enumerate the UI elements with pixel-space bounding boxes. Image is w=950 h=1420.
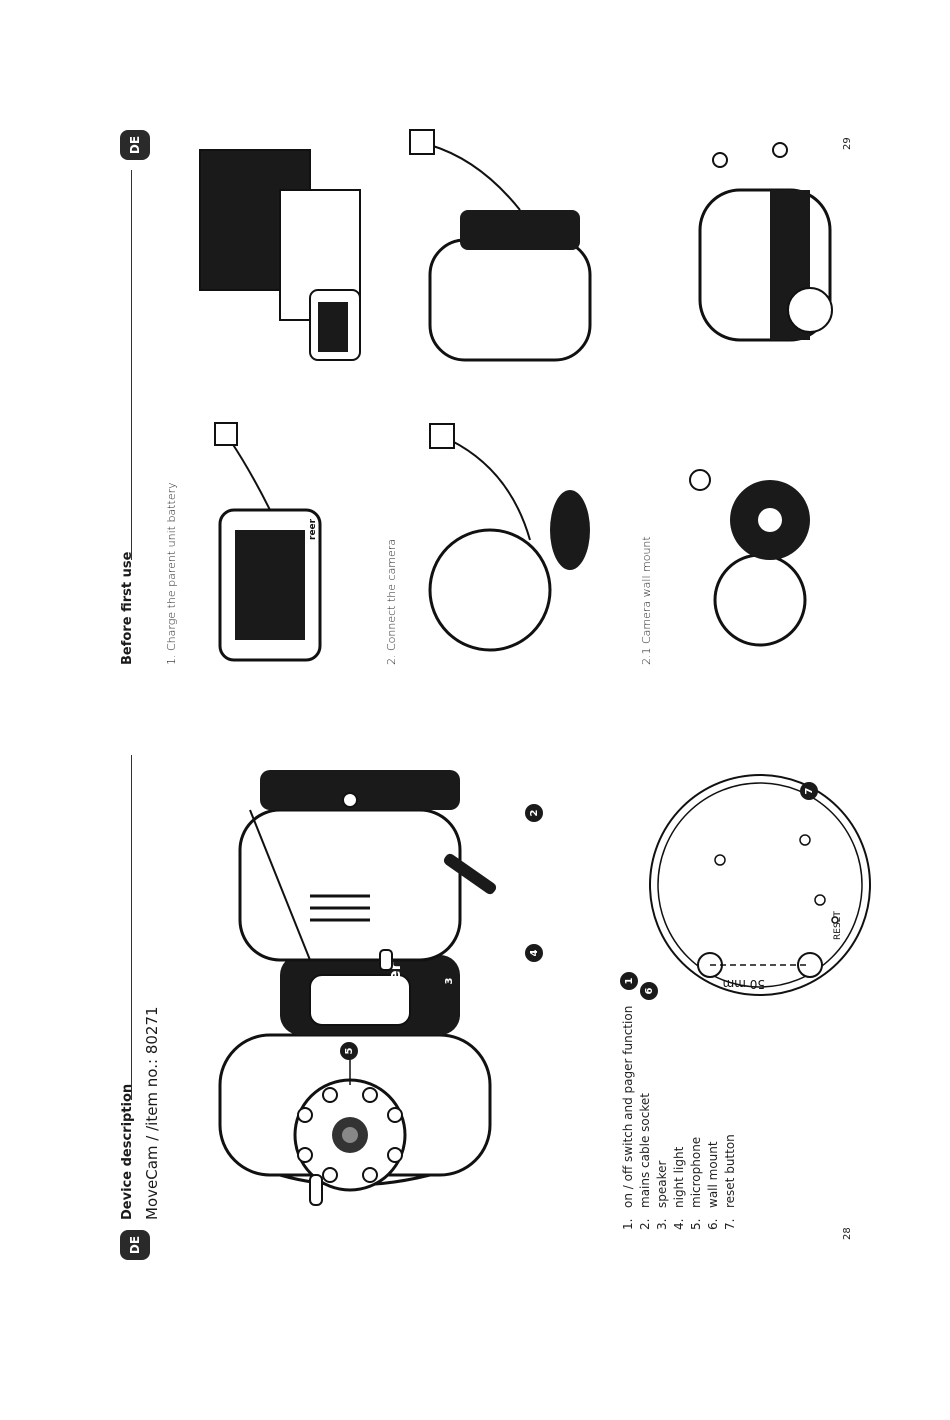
reset-label: RESET [833, 911, 843, 940]
lang-badge: DE [120, 130, 150, 160]
callout-7: 7 [800, 782, 818, 800]
callout-2: 2 [525, 804, 543, 822]
laptop-usb-charging-illustration [199, 149, 361, 361]
camera-power-connection-illustration [428, 423, 590, 652]
callout-6: 6 [640, 982, 658, 1000]
step-label: 1. Charge the parent unit battery [165, 482, 178, 665]
movecam-wall-mount-illustration [698, 142, 833, 342]
step-label: 2. Connect the camera [385, 538, 398, 665]
dimension-label: 50 mm [723, 977, 765, 991]
camera-front-illustration: reer [218, 955, 492, 1206]
camera-rear-illustration-2 [238, 770, 497, 971]
list-item: 7.reset button [723, 1134, 737, 1230]
camera-wall-mount-illustration [689, 469, 810, 647]
section-title: Device description [120, 1083, 135, 1220]
step-label: 2.1 Camera wall mount [640, 536, 653, 665]
list-item: 5.microphone [689, 1136, 703, 1230]
title-rule [131, 170, 132, 560]
reset-button-icon [831, 916, 839, 924]
movecam-power-connection-illustration [409, 129, 592, 362]
item-subtitle: MoveCam / /item no.: 80271 [143, 1006, 161, 1220]
wall-mount-base-illustration: 50 mm RESET [649, 774, 871, 996]
list-item: 6.wall mount [706, 1141, 720, 1230]
parts-list: 1.on / off switch and pager function 2.m… [620, 1006, 739, 1230]
title-rule [131, 755, 132, 1100]
brand-logo: reer [308, 518, 318, 540]
page-number: 28 [842, 1227, 853, 1240]
list-item: 4.night light [672, 1146, 686, 1230]
list-item: 3.speaker [655, 1160, 669, 1230]
parent-unit-charging-illustration: reer [214, 422, 322, 662]
lang-badge: DE [120, 1230, 150, 1260]
section-title: Before first use [120, 551, 135, 665]
list-item: 2.mains cable socket [638, 1093, 652, 1230]
brand-logo: reer [385, 962, 404, 1000]
page-before-first-use: DE Before first use 29 1. Charge the par… [120, 129, 853, 665]
callout-3: 3 [440, 972, 458, 990]
page-device-description: DE Device description MoveCam / /item no… [0, 710, 950, 1420]
